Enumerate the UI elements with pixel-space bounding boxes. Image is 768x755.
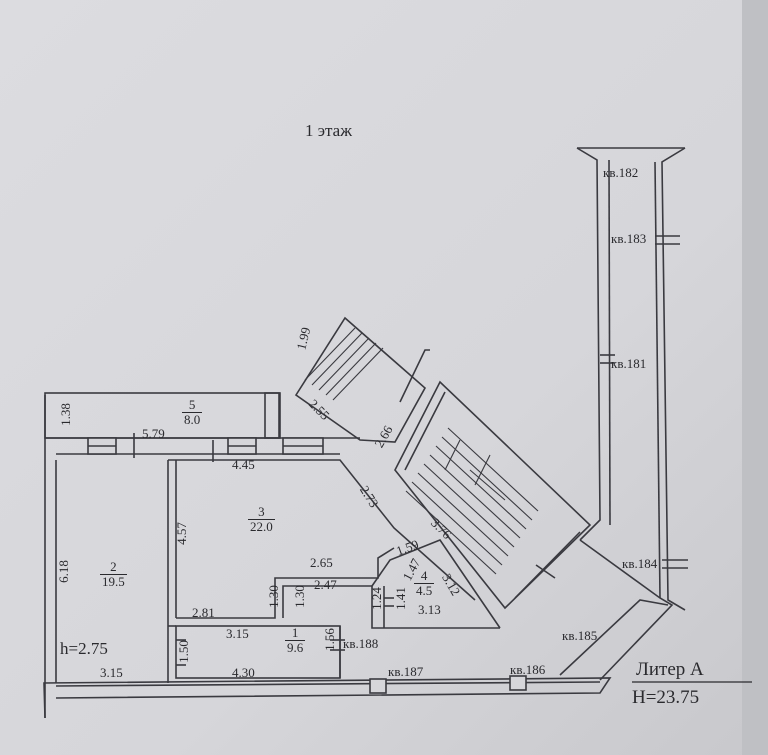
apt-188-label: кв.188 (343, 636, 379, 651)
dim-5-79: 5.79 (142, 426, 165, 441)
apt-182-label: кв.182 (603, 165, 639, 180)
room-3-number: 3 (248, 505, 275, 520)
apt-186-label: кв.186 (510, 662, 546, 677)
dim-1-50: 1.50 (175, 640, 191, 663)
room-4-number: 4 (414, 569, 435, 584)
dim-4-57: 4.57 (173, 522, 189, 545)
stairwell-outline (394, 380, 592, 610)
room-1-label: 1 9.6 (285, 626, 306, 655)
corridor-west-wall (576, 147, 601, 541)
liter-label: Литер А (636, 659, 704, 680)
entrance-stair-outline (294, 316, 427, 443)
room-2-label: 2 19.5 (100, 560, 127, 588)
room-4-label: 4 4.5 (414, 569, 435, 598)
dim-2-65: 2.65 (310, 555, 333, 570)
dim-4-45: 4.45 (232, 457, 255, 472)
room-3-outline (168, 459, 476, 601)
room-1-number: 1 (285, 626, 306, 641)
room-4-outline (371, 539, 501, 629)
room-5-area: 8.0 (184, 411, 201, 427)
corridor-east-wall (661, 147, 686, 611)
dim-1-38: 1.38 (57, 403, 73, 426)
dim-3-13: 3.13 (418, 602, 441, 617)
room-5-label: 5 8.0 (182, 398, 203, 427)
room-5-number: 5 (182, 398, 203, 413)
apt-185-label: кв.185 (562, 628, 598, 643)
apt-187-label: кв.187 (388, 664, 424, 679)
dim-1-30-b: 1.30 (291, 585, 307, 608)
apt-183-label: кв.183 (611, 231, 647, 246)
walls (43, 147, 688, 719)
apt-181-label: кв.181 (611, 356, 647, 371)
apt-184-label: кв.184 (622, 556, 658, 571)
room-4-area: 4.5 (416, 582, 433, 598)
paper-right-edge (742, 0, 768, 755)
dim-1-56: 1.56 (321, 628, 337, 651)
room-3-label: 3 22.0 (248, 505, 275, 533)
dim-1-24: 1.24 (368, 587, 384, 610)
dim-6-18: 6.18 (55, 560, 71, 583)
dim-1-41: 1.41 (392, 587, 408, 610)
dim-3-15-a: 3.15 (226, 626, 249, 641)
floor-title: 1 этаж (305, 121, 352, 140)
room-2-number: 2 (100, 560, 127, 575)
liter-height: H=23.75 (632, 687, 700, 708)
south-wall (43, 677, 612, 719)
room-2-area: 19.5 (102, 573, 125, 589)
dim-4-30: 4.30 (232, 665, 255, 680)
dim-2-81: 2.81 (192, 605, 215, 620)
dim-1-30-a: 1.30 (265, 585, 281, 608)
room-1-area: 9.6 (287, 639, 304, 655)
dim-2-47: 2.47 (314, 577, 337, 592)
dim-3-15-b: 3.15 (100, 665, 123, 680)
room-3-area: 22.0 (250, 518, 273, 534)
ceiling-height: h=2.75 (60, 639, 108, 658)
